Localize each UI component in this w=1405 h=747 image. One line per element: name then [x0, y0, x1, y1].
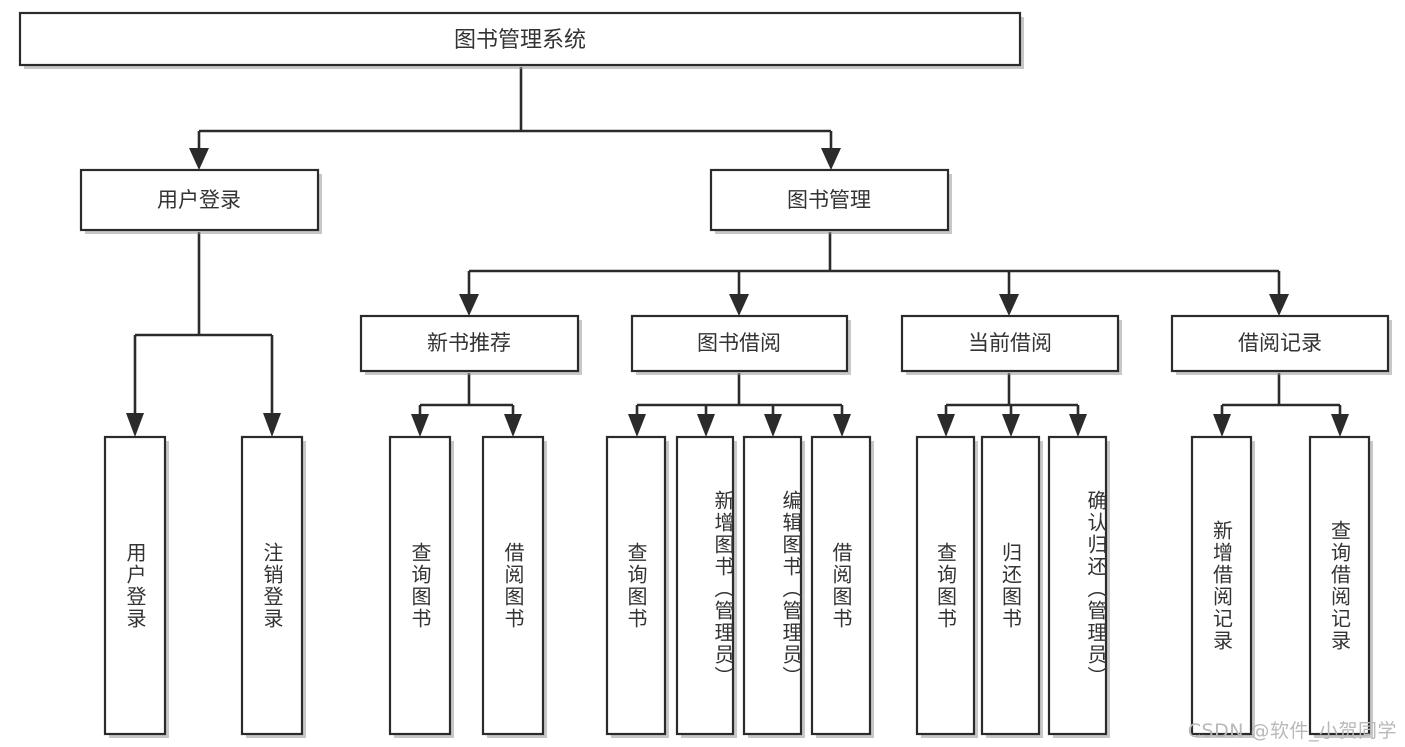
leaf-group-user-login: [103, 435, 306, 738]
arrow-current-borrow-leaf3: [1069, 414, 1087, 437]
leaf-new-book-1-box[interactable]: [388, 435, 452, 736]
leaf-group-new-book: [388, 435, 547, 738]
node-user-login-box: [79, 168, 320, 232]
node-book-manage-label: 图书管理: [787, 188, 871, 212]
arrow-to-book-borrow: [729, 294, 749, 316]
node-current-borrow-box: [900, 314, 1120, 373]
node-book-borrow-box: [630, 314, 849, 373]
arrow-root-to-user-login: [189, 148, 209, 170]
arrow-current-borrow-leaf1: [937, 414, 955, 437]
node-borrow-record[interactable]: 借阅记录: [1170, 314, 1392, 375]
node-current-borrow[interactable]: 当前借阅: [900, 314, 1122, 375]
node-root-box: [18, 11, 1022, 67]
arrow-new-book-leaf1: [411, 414, 429, 437]
arrow-borrow-record-leaf2: [1331, 414, 1349, 437]
node-book-borrow-label: 图书借阅: [697, 331, 781, 355]
node-new-book-recommend[interactable]: 新书推荐: [359, 314, 582, 375]
node-current-borrow-label: 当前借阅: [968, 331, 1052, 355]
node-new-book-label: 新书推荐: [427, 331, 511, 355]
leaf-book-borrow-1-box[interactable]: [605, 435, 667, 736]
arrow-to-current-borrow: [999, 294, 1019, 316]
leaf-user-login-2-box[interactable]: [240, 435, 304, 736]
leaf-borrow-record-1-box[interactable]: [1190, 435, 1253, 736]
leaf-book-borrow-2-box[interactable]: [675, 435, 735, 736]
arrow-borrow-record-leaf1: [1213, 414, 1231, 437]
arrow-current-borrow-leaf2: [1002, 414, 1020, 437]
arrow-new-book-leaf2: [504, 414, 522, 437]
node-user-login[interactable]: 用户登录: [79, 168, 322, 234]
arrow-to-borrow-record: [1269, 294, 1289, 316]
leaf-book-borrow-4-box[interactable]: [810, 435, 872, 736]
leaf-group-current-borrow: [915, 435, 1110, 738]
node-book-borrow[interactable]: 图书借阅: [630, 314, 851, 375]
node-root-label: 图书管理系统: [454, 28, 586, 53]
node-borrow-record-box: [1170, 314, 1390, 373]
node-new-book-box: [359, 314, 580, 373]
node-user-login-label: 用户登录: [157, 188, 241, 212]
leaf-current-borrow-1-box[interactable]: [915, 435, 976, 736]
arrow-book-borrow-leaf3: [764, 414, 782, 437]
arrow-book-borrow-leaf2: [697, 414, 715, 437]
arrow-to-new-book: [459, 294, 479, 316]
leaf-current-borrow-3-box[interactable]: [1047, 435, 1108, 736]
csdn-watermark: CSDN @软件_小贺同学: [1187, 720, 1397, 742]
arrow-user-login-leaf1: [126, 413, 144, 437]
node-root[interactable]: 图书管理系统: [18, 11, 1024, 69]
leaf-group-borrow-record: [1190, 435, 1373, 738]
node-book-manage-box: [709, 168, 950, 232]
arrow-root-to-book-manage: [821, 148, 841, 170]
arrow-user-login-leaf2: [263, 413, 281, 437]
leaf-new-book-2-box[interactable]: [481, 435, 545, 736]
leaf-current-borrow-2-box[interactable]: [980, 435, 1041, 736]
leaf-book-borrow-3-box[interactable]: [742, 435, 803, 736]
leaf-group-book-borrow: [605, 435, 874, 738]
arrow-book-borrow-leaf1: [628, 414, 646, 437]
leaf-borrow-record-2-box[interactable]: [1308, 435, 1371, 736]
leaf-user-login-1-box[interactable]: [103, 435, 167, 736]
node-book-manage[interactable]: 图书管理: [709, 168, 952, 234]
arrow-book-borrow-leaf4: [833, 414, 851, 437]
node-borrow-record-label: 借阅记录: [1238, 331, 1322, 355]
connector-group: [126, 67, 1349, 437]
